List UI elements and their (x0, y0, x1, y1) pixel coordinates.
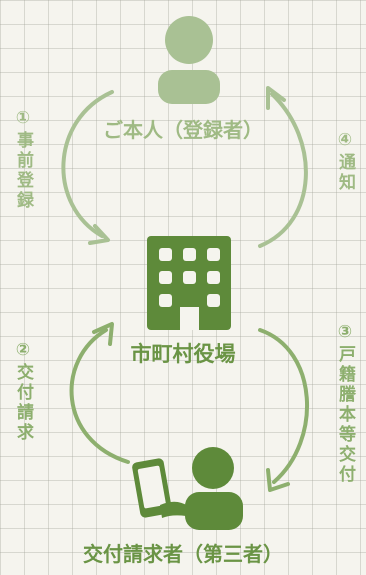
arrow-step3 (258, 328, 310, 492)
arrow-step1 (61, 90, 114, 245)
phone-icon (132, 458, 172, 518)
step2-label: ②交付請求 (13, 340, 33, 443)
arrow-step2 (69, 322, 130, 464)
principal-label: ご本人（登録者） (103, 118, 263, 142)
principal-person-icon (158, 16, 220, 104)
building-icon (147, 236, 231, 330)
requester-person-with-phone-icon (132, 447, 243, 530)
office-label: 市町村役場 (130, 342, 236, 366)
step1-label: ①事前登録 (13, 108, 33, 211)
step3-label: ③戸籍謄本等交付 (335, 322, 355, 485)
arrow-step4 (258, 86, 308, 248)
requester-label: 交付請求者（第三者） (83, 542, 283, 566)
step4-label: ④通知 (335, 130, 355, 193)
